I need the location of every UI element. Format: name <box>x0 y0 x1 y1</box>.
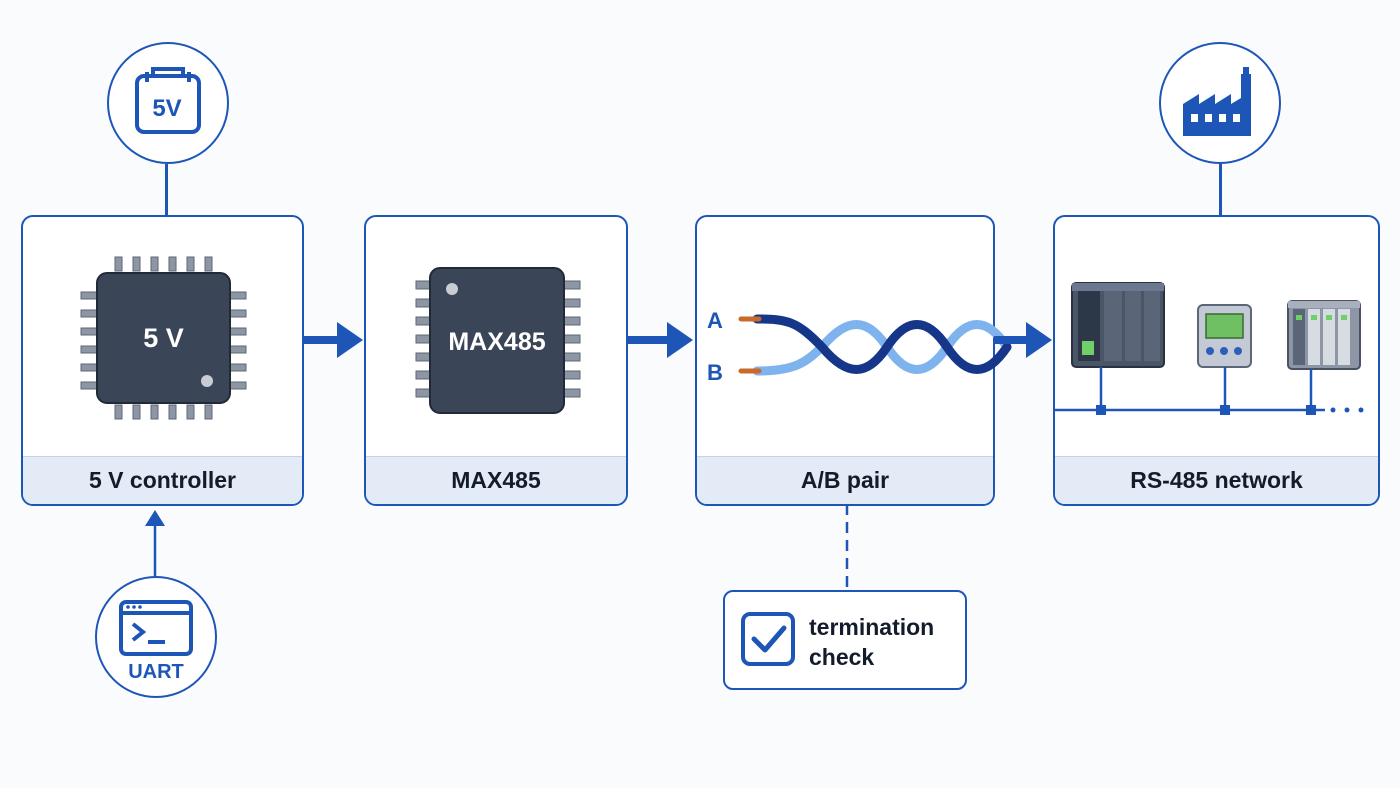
twisted-pair-icon <box>738 314 1012 376</box>
network-card: RS-485 network <box>1053 215 1380 506</box>
transceiver-card: MAX485 MAX485 <box>364 215 628 506</box>
io-rack-device-icon <box>1287 300 1361 370</box>
power-connector <box>165 164 168 216</box>
factory-icon <box>1182 66 1251 136</box>
transceiver-chip-icon <box>415 267 581 414</box>
uart-icon-label: UART <box>128 661 184 683</box>
arrow-transceiver-to-pair <box>627 322 693 358</box>
pair-card-label: A/B pair <box>697 456 993 504</box>
meter-device-icon <box>1197 304 1252 368</box>
controller-chip-label: 5 V <box>143 322 184 353</box>
transceiver-card-label: MAX485 <box>366 456 626 504</box>
power-icon-circle: 5V <box>107 42 229 164</box>
factory-icon-circle <box>1159 42 1281 164</box>
uart-icon-circle: UART <box>95 576 217 698</box>
microcontroller-chip-icon <box>80 256 247 420</box>
termination-check-line1: termination <box>809 614 935 640</box>
transceiver-chip-label: MAX485 <box>448 327 546 356</box>
terminal-icon <box>118 599 193 656</box>
network-devices-icon <box>1055 282 1364 415</box>
arrow-uart-to-controller <box>145 510 165 578</box>
checkbox-icon <box>741 612 795 666</box>
plc-device-icon <box>1071 282 1165 368</box>
wire-b-label: B <box>707 360 723 385</box>
power-icon-label: 5V <box>152 95 182 122</box>
termination-check-box: termination check <box>723 590 967 690</box>
termination-dashed-connector <box>845 504 849 592</box>
battery-icon <box>134 66 201 134</box>
arrow-pair-to-network <box>994 322 1052 358</box>
pair-card: A/B pair A B <box>695 215 1012 506</box>
controller-card-label: 5 V controller <box>23 456 302 504</box>
controller-card: 5 V 5 V controller <box>21 215 304 506</box>
wire-a-label: A <box>707 308 723 333</box>
factory-connector <box>1219 164 1222 216</box>
network-card-label: RS-485 network <box>1055 456 1378 504</box>
termination-check-line2: check <box>809 644 875 670</box>
arrow-controller-to-transceiver <box>303 322 363 358</box>
